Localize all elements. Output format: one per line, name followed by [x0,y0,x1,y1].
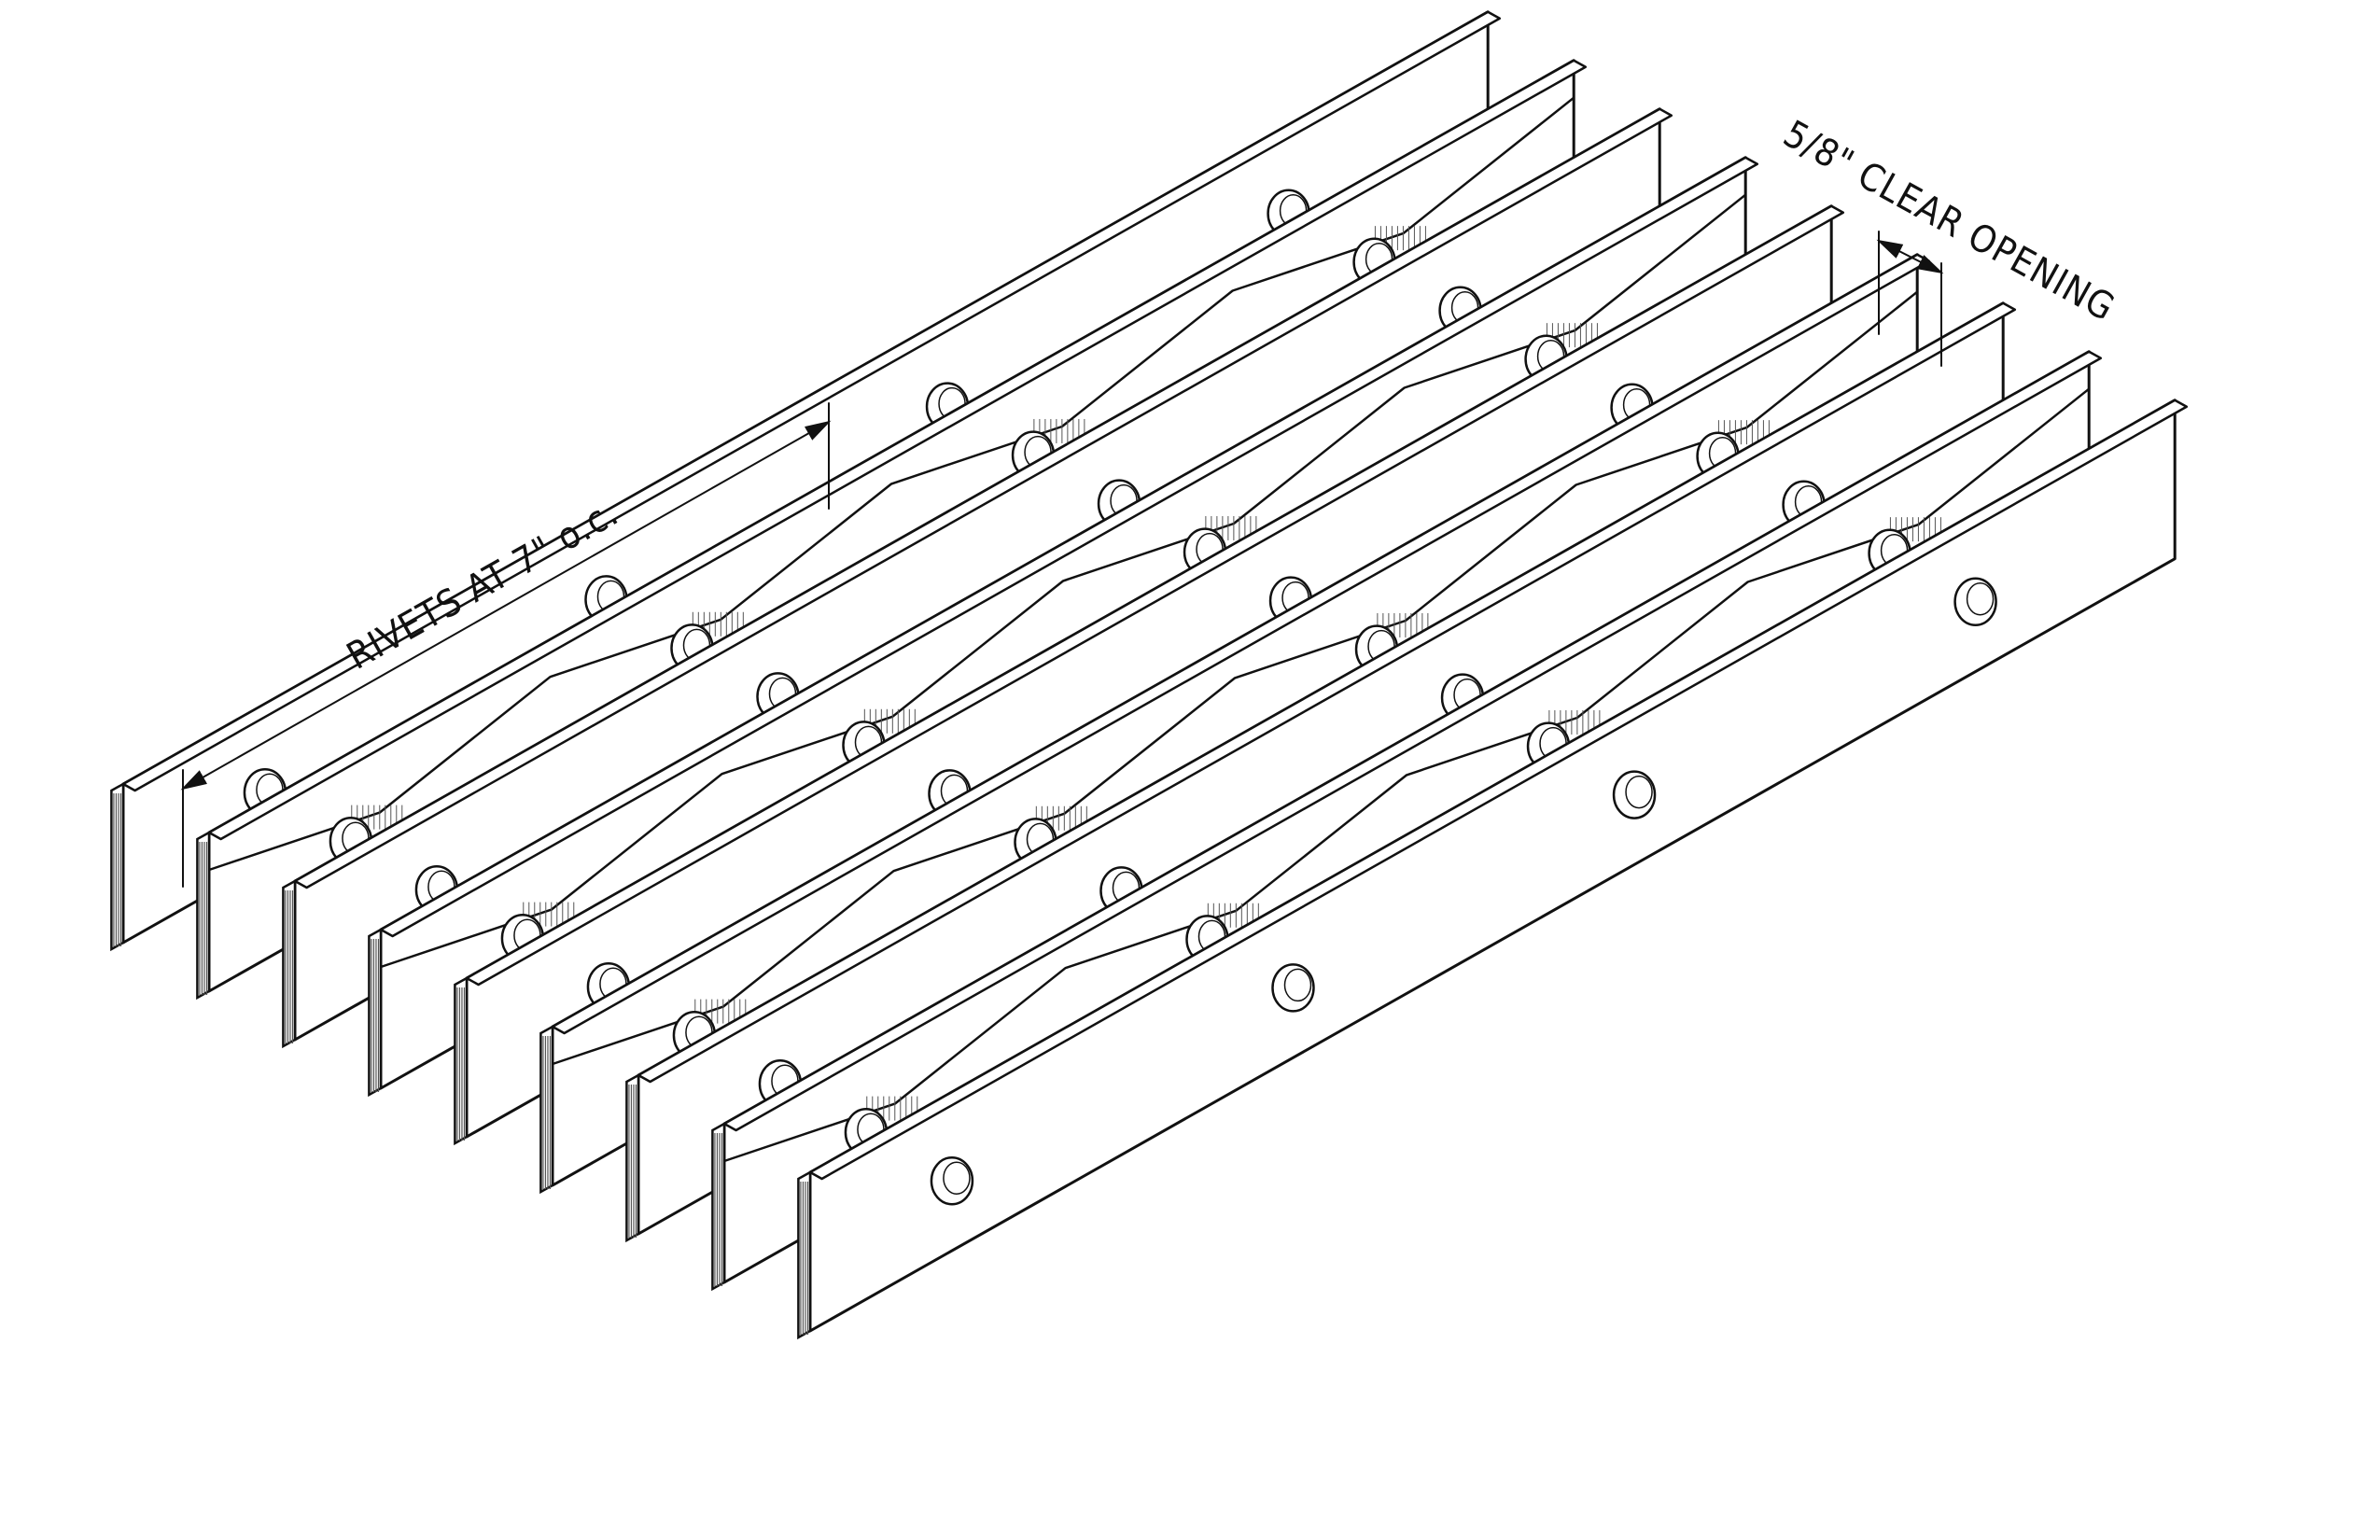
rivet-highlight [943,1161,971,1195]
bar-end [797,1169,812,1340]
clear-opening-dimension-line [1876,239,1944,274]
rivet-head [930,1155,974,1206]
bar-top-edge [637,301,2017,1084]
bar-end [711,1121,726,1292]
bar-top-edge [465,204,1845,987]
bar-end [196,830,211,1001]
bar-top-edge [808,399,2189,1181]
bearing-bars-group [110,10,2189,1340]
rivet-highlight [1966,582,1995,616]
crimp-line [723,387,2090,1163]
bar-end [625,1072,640,1243]
bearing-bar-9 [797,399,2189,1340]
bar-end [282,878,297,1049]
rivet-head [1271,963,1315,1013]
rivet-spacing-dimension-line [180,420,832,791]
crimp-line [380,193,1746,969]
bar-top-edge [722,350,2103,1132]
bar-end [110,781,125,952]
rivet-head [1953,577,1997,627]
rivet-head [1612,770,1657,819]
bar-end [368,927,383,1098]
rivet-highlight [1625,775,1653,809]
rivet-highlight [1283,968,1312,1002]
crimp-line [552,290,1918,1066]
bar-end [454,975,469,1146]
bar-end [539,1024,554,1195]
